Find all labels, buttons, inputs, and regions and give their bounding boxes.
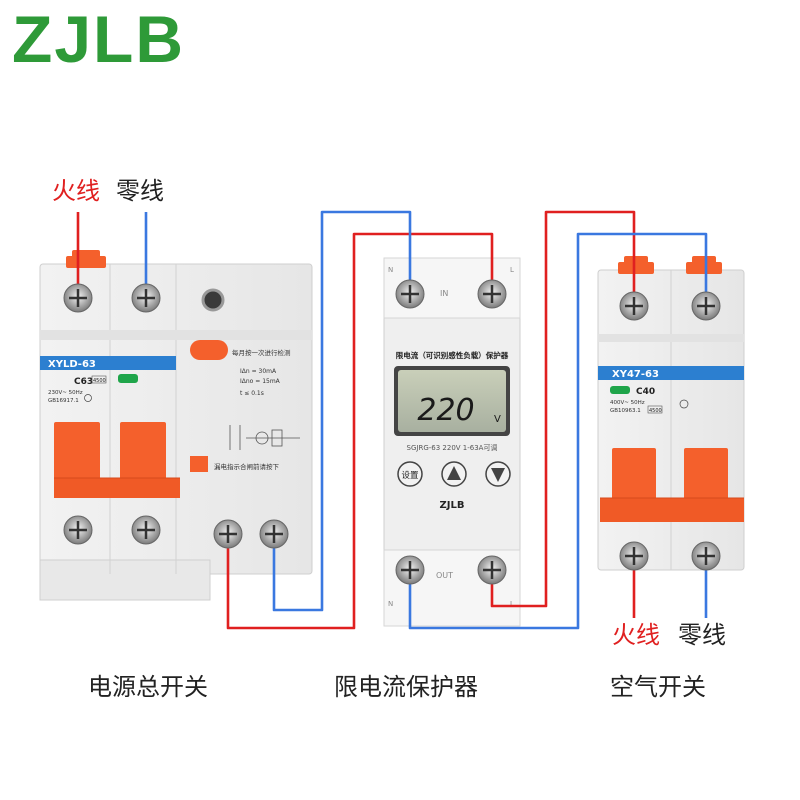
wire-neutral-main-to-protector: [272, 210, 412, 612]
model-strip: [598, 366, 744, 380]
model-strip: [40, 356, 176, 370]
air-spec-1: 400V~ 50Hz: [610, 400, 645, 406]
screw-icon: [259, 519, 289, 549]
screw-icon: [691, 291, 721, 321]
wire-neutral-protector-to-air: [408, 232, 708, 630]
air-badge-text: 4500: [649, 408, 662, 414]
screw-icon: [63, 283, 93, 313]
air-model-text: XY47-63: [612, 369, 659, 380]
air-rating-text: C40: [636, 387, 655, 397]
screw-terminals: [63, 279, 721, 585]
screw-icon: [63, 515, 93, 545]
caption-air-switch: 空气开关: [610, 673, 706, 701]
lcd-value: 220: [417, 393, 474, 428]
live-wire-label: 火线: [52, 177, 100, 205]
caption-protector: 限电流保护器: [334, 673, 478, 701]
status-indicator: [610, 386, 630, 394]
screw-icon: [619, 541, 649, 571]
screw-icon: [477, 279, 507, 309]
term-top-in: IN: [440, 289, 448, 298]
screw-icon: [395, 279, 425, 309]
term-top-n: N: [388, 266, 393, 274]
term-bot-n: N: [388, 600, 393, 608]
reset-key[interactable]: [190, 456, 208, 472]
screw-icon: [131, 283, 161, 313]
lcd-unit: V: [494, 414, 501, 425]
screw-icon: [213, 519, 243, 549]
main-spec-2: GB16917.1: [48, 398, 79, 404]
screw-icon: [131, 515, 161, 545]
down-arrow-icon: [491, 468, 505, 482]
neutral-wire-label: 零线: [116, 177, 164, 205]
caption-main-switch: 电源总开关: [88, 673, 208, 701]
screw-icon: [691, 541, 721, 571]
set-button[interactable]: [397, 461, 423, 487]
screw-icon: [395, 555, 425, 585]
air-breaker: XY47-63 C40 400V~ 50Hz GB10963.1 4500: [597, 256, 745, 571]
protector-model: SGJRG-63 220V 1-63A可调: [407, 443, 498, 452]
protector-title: 限电流（可识别感性负载）保护器: [396, 350, 509, 360]
main-breaker: XYLD-63 C63 4500 230V~ 50Hz GB16917.1 每月…: [39, 250, 313, 601]
term-bot-l: L: [510, 600, 514, 608]
screw-icon: [619, 291, 649, 321]
status-indicator: [118, 374, 138, 383]
wire-live-main-to-protector: [226, 232, 494, 630]
set-button-label: 设置: [401, 470, 419, 481]
term-bot-out: OUT: [436, 571, 453, 580]
cert-mark-icon: [679, 399, 689, 409]
up-arrow-icon: [447, 466, 461, 480]
param-1: IΔn = 30mA: [240, 368, 277, 375]
protector-brand: ZJLB: [440, 500, 465, 511]
neutral-wire-label-out: 零线: [678, 621, 726, 649]
param-2: IΔno = 15mA: [240, 378, 281, 385]
instruction-1: 每月按一次进行检测: [232, 348, 291, 357]
wire-live-protector-to-air: [490, 210, 636, 608]
test-button[interactable]: [201, 288, 225, 312]
schematic-icon: [229, 425, 300, 450]
term-top-l: L: [510, 266, 514, 274]
brand-logo: ZJLB: [12, 2, 185, 76]
main-spec-1: 230V~ 50Hz: [48, 390, 83, 396]
param-3: t ≤ 0.1s: [240, 390, 264, 397]
main-rating-text: C63: [74, 377, 93, 387]
screw-icon: [477, 555, 507, 585]
instruction-2: 漏电指示合闸前请按下: [214, 462, 280, 471]
air-spec-2: GB10963.1: [610, 408, 641, 414]
main-badge-text: 4500: [93, 378, 106, 384]
main-model-text: XYLD-63: [48, 359, 96, 370]
live-wire-label-out: 火线: [612, 621, 660, 649]
test-key[interactable]: [190, 340, 228, 360]
lcd-screen: [398, 370, 506, 432]
cert-mark-icon: [84, 394, 92, 402]
